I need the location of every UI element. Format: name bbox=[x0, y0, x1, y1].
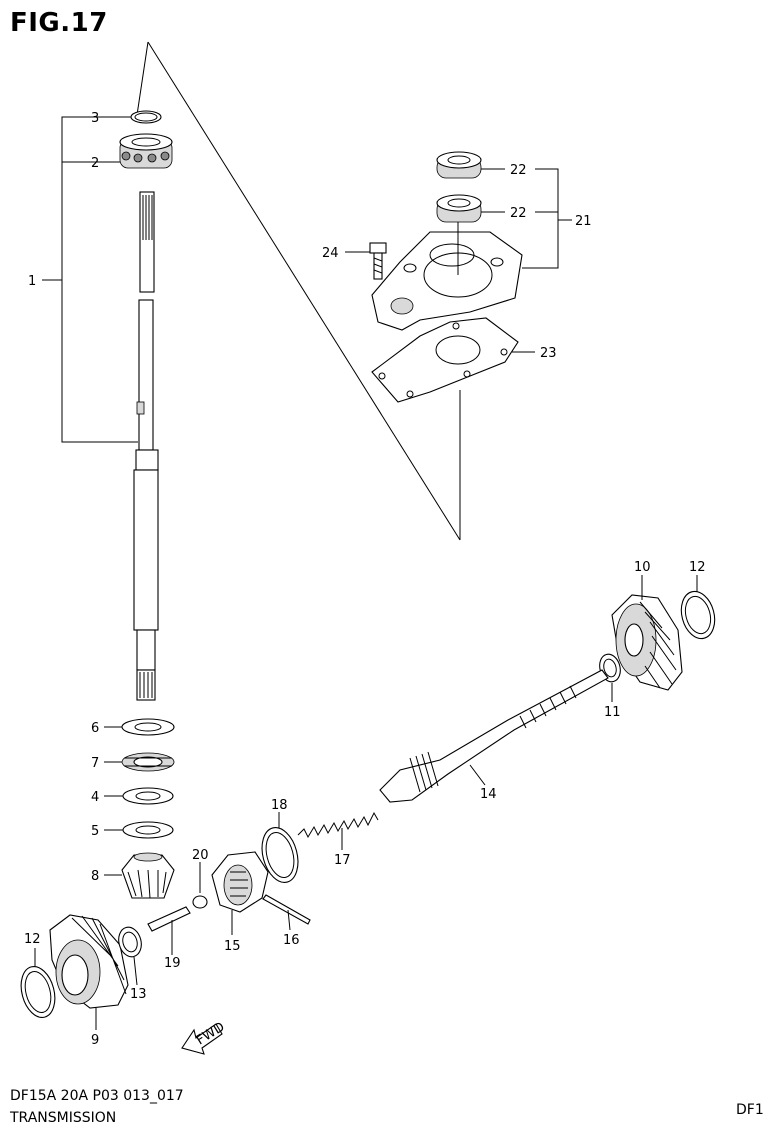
callout-22-lower[interactable]: 22 bbox=[510, 206, 527, 221]
footer-right: DF1 bbox=[736, 1102, 764, 1118]
callout-20[interactable]: 20 bbox=[192, 848, 209, 863]
part-12-shim-left[interactable] bbox=[16, 963, 60, 1022]
callout-4[interactable]: 4 bbox=[91, 790, 99, 805]
callout-24[interactable]: 24 bbox=[322, 246, 339, 261]
part-15-clutch-dog[interactable] bbox=[211, 851, 269, 913]
callout-16[interactable]: 16 bbox=[283, 933, 300, 948]
callout-9[interactable]: 9 bbox=[91, 1033, 99, 1048]
callout-5[interactable]: 5 bbox=[91, 824, 99, 839]
part-5-shim[interactable] bbox=[122, 821, 174, 839]
part-24-bolt[interactable] bbox=[369, 242, 387, 280]
bracket-21 bbox=[522, 168, 572, 269]
part-2-bearing[interactable] bbox=[119, 133, 173, 169]
callout-8[interactable]: 8 bbox=[91, 869, 99, 884]
part-23-gasket[interactable] bbox=[371, 317, 519, 403]
part-20-ball[interactable] bbox=[192, 895, 208, 909]
callout-13[interactable]: 13 bbox=[130, 987, 147, 1002]
callout-6[interactable]: 6 bbox=[91, 721, 99, 736]
callout-17[interactable]: 17 bbox=[334, 853, 351, 868]
part-17-spring[interactable] bbox=[297, 811, 379, 839]
part-1-driveshaft[interactable] bbox=[133, 191, 159, 701]
part-18-clutch-ring[interactable] bbox=[256, 824, 303, 887]
part-6-shim[interactable] bbox=[121, 718, 175, 736]
fwd-arrow-label: FWD bbox=[194, 1020, 228, 1049]
callout-18[interactable]: 18 bbox=[271, 798, 288, 813]
callout-11[interactable]: 11 bbox=[604, 705, 621, 720]
callout-12-right[interactable]: 12 bbox=[689, 560, 706, 575]
callout-23[interactable]: 23 bbox=[540, 346, 557, 361]
part-22-oil-seal-lower[interactable] bbox=[436, 194, 482, 223]
callout-12-left[interactable]: 12 bbox=[24, 932, 41, 947]
callout-19[interactable]: 19 bbox=[164, 956, 181, 971]
callout-14[interactable]: 14 bbox=[480, 787, 497, 802]
part-3-circlip[interactable] bbox=[130, 110, 162, 124]
callout-10[interactable]: 10 bbox=[634, 560, 651, 575]
footer-code: DF15A 20A P03 013_017 bbox=[10, 1088, 184, 1104]
part-9-reverse-gear[interactable] bbox=[49, 914, 129, 1009]
guide-line-diagonal bbox=[147, 41, 461, 541]
callout-22-upper[interactable]: 22 bbox=[510, 163, 527, 178]
part-7-thrust-bearing[interactable] bbox=[121, 752, 175, 772]
part-14-propeller-shaft[interactable] bbox=[379, 669, 609, 803]
part-22-oil-seal-upper[interactable] bbox=[436, 151, 482, 179]
callout-21[interactable]: 21 bbox=[575, 214, 592, 229]
figure-title: FIG.17 bbox=[10, 8, 108, 38]
footer-name: TRANSMISSION bbox=[10, 1110, 117, 1126]
callout-7[interactable]: 7 bbox=[91, 756, 99, 771]
part-19-pin[interactable] bbox=[147, 906, 191, 932]
part-21-pump-case[interactable] bbox=[371, 231, 523, 331]
fwd-arrow-icon: FWD bbox=[181, 1020, 228, 1055]
part-13-thrust-washer[interactable] bbox=[115, 925, 144, 960]
part-8-pinion-gear[interactable] bbox=[121, 852, 175, 899]
callout-2[interactable]: 2 bbox=[91, 156, 99, 171]
callout-1[interactable]: 1 bbox=[28, 274, 36, 289]
callout-3[interactable]: 3 bbox=[91, 111, 99, 126]
part-12-shim-right[interactable] bbox=[676, 588, 719, 643]
guide-line-top bbox=[136, 41, 149, 116]
part-10-forward-gear[interactable] bbox=[611, 594, 683, 691]
callout-15[interactable]: 15 bbox=[224, 939, 241, 954]
part-4-washer[interactable] bbox=[122, 787, 174, 805]
part-16-push-rod[interactable] bbox=[262, 894, 311, 925]
